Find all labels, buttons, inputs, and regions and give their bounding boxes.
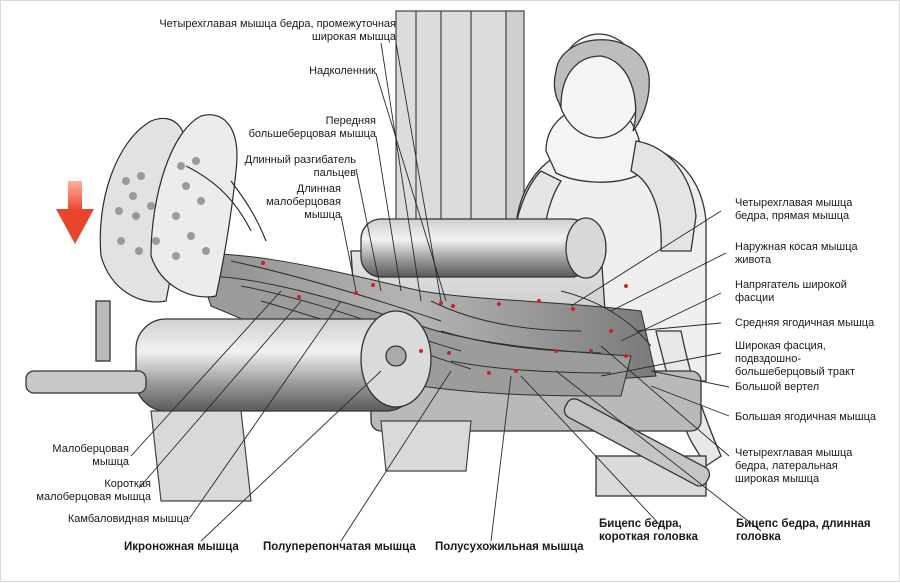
shoes	[99, 114, 267, 303]
label-soleus: Камбаловидная мышца	[67, 513, 189, 525]
label-extensor-digitorum: Длинный разгибатель пальцев	[244, 154, 356, 179]
label-gastrocnemius: Икроножная мышца	[124, 541, 239, 553]
label-tibialis-anterior: Передняя большеберцовая мышца	[248, 115, 376, 140]
seat-handle	[563, 398, 711, 487]
muscle-markers	[261, 261, 628, 375]
label-greater-trochanter: Большой вертел	[735, 381, 820, 393]
label-gluteus-maximus: Большая ягодичная мышца	[735, 411, 877, 423]
label-semitendinosus: Полусухожильная мышца	[435, 541, 584, 553]
label-quad-intermedius: Четырехглавая мышца бедра, промежуточная…	[159, 18, 396, 43]
label-peroneus: Малоберцовая мышца	[52, 443, 129, 468]
label-external-oblique: Наружная косая мышца живота	[735, 241, 858, 266]
shin-roller-pad	[25, 300, 432, 412]
leader-lines	[130, 42, 762, 542]
label-rectus-femoris: Четырехглавая мышца бедра, прямая мышца	[735, 197, 853, 222]
down-arrow-icon	[56, 181, 94, 244]
label-semimembranosus: Полуперепончатая мышца	[263, 541, 416, 553]
label-patella: Надколенник	[309, 65, 376, 77]
label-peroneus-brevis: Короткая малоберцовая мышца	[36, 478, 151, 503]
label-iliotibial-tract: Широкая фасция, подвздошно- большеберцов…	[735, 340, 856, 378]
label-gluteus-medius: Средняя ягодичная мышца	[735, 317, 875, 329]
label-vastus-lateralis: Четырехглавая мышца бедра, латеральная ш…	[735, 447, 853, 485]
machine-base	[150, 410, 472, 502]
label-biceps-short-head: Бицепс бедра, короткая головка	[599, 518, 698, 543]
label-peroneus-longus: Длинная малоберцовая мышца	[266, 183, 341, 221]
label-tensor-fasciae-latae: Напрягатель широкой фасции	[735, 279, 847, 304]
thigh-roller-pad	[360, 217, 607, 279]
label-biceps-long-head: Бицепс бедра, длинная головка	[736, 518, 871, 543]
